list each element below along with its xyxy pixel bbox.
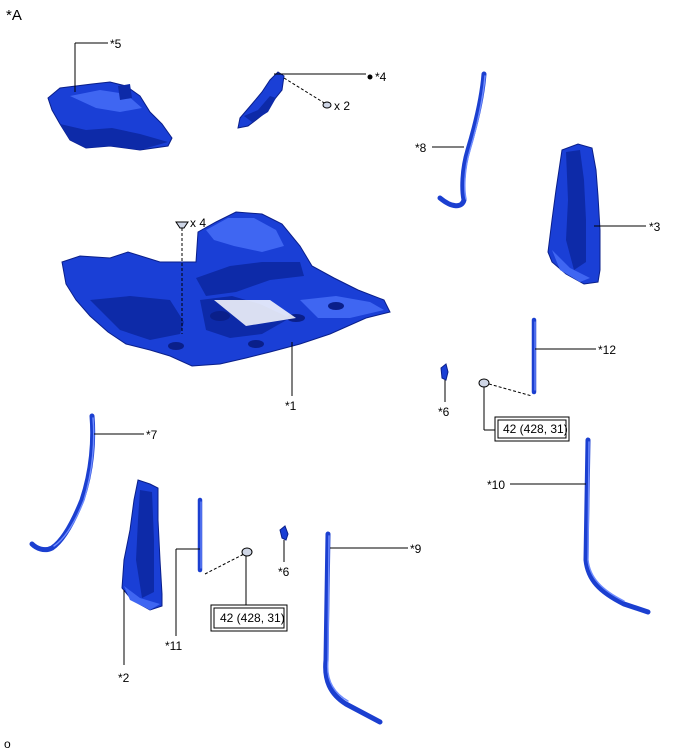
- callout-5: *5: [110, 37, 122, 51]
- callout-11: *11: [165, 639, 182, 653]
- clip-dashed-line-top: [283, 77, 327, 105]
- part-5-floor-cover: [47, 81, 173, 151]
- clip-icon-left: [241, 547, 253, 557]
- callout-8: *8: [415, 141, 427, 155]
- callout-12: *12: [598, 343, 616, 357]
- part-12-rail: [531, 317, 537, 395]
- part-8-rail: [437, 71, 487, 209]
- quantity-clip-top: x 2: [334, 99, 350, 113]
- callout-1: *1: [285, 399, 297, 413]
- callout-10: *10: [487, 478, 505, 492]
- torque-value-left: 42 (428, 31): [220, 611, 285, 625]
- part-1-floor-carpet: [61, 211, 391, 367]
- clip-icon-top: [322, 101, 332, 109]
- figure-corner-label: *A: [6, 7, 22, 24]
- callout-2: *2: [118, 671, 130, 685]
- part-4-bracket: [237, 71, 285, 129]
- part-6-clip-right: [440, 363, 449, 381]
- part-6-clip-left: [279, 525, 289, 541]
- callout-3: *3: [649, 220, 661, 234]
- part-9-rail: [323, 531, 383, 725]
- torque-value-right: 42 (428, 31): [503, 422, 568, 436]
- clip-icon-right: [478, 378, 490, 388]
- part-7-rail: [29, 413, 96, 553]
- clip-dashed-line-right: [488, 383, 533, 397]
- clip-dashed-line-left: [204, 553, 245, 575]
- callout-6-right: *6: [438, 405, 450, 419]
- footer-mark: o: [4, 737, 11, 751]
- callout-4: *4: [375, 70, 387, 84]
- quantity-clip-center: x 4: [190, 216, 206, 230]
- clip-icon-center: [175, 221, 189, 229]
- part-11-rail: [197, 497, 203, 573]
- callout-6-left: *6: [278, 565, 290, 579]
- marker-dot-icon: [367, 74, 373, 80]
- callout-9: *9: [410, 542, 422, 556]
- part-2-pillar-trim: [121, 479, 163, 611]
- part-3-pillar-trim: [547, 143, 601, 285]
- part-10-rail: [583, 437, 651, 615]
- callout-7: *7: [146, 428, 158, 442]
